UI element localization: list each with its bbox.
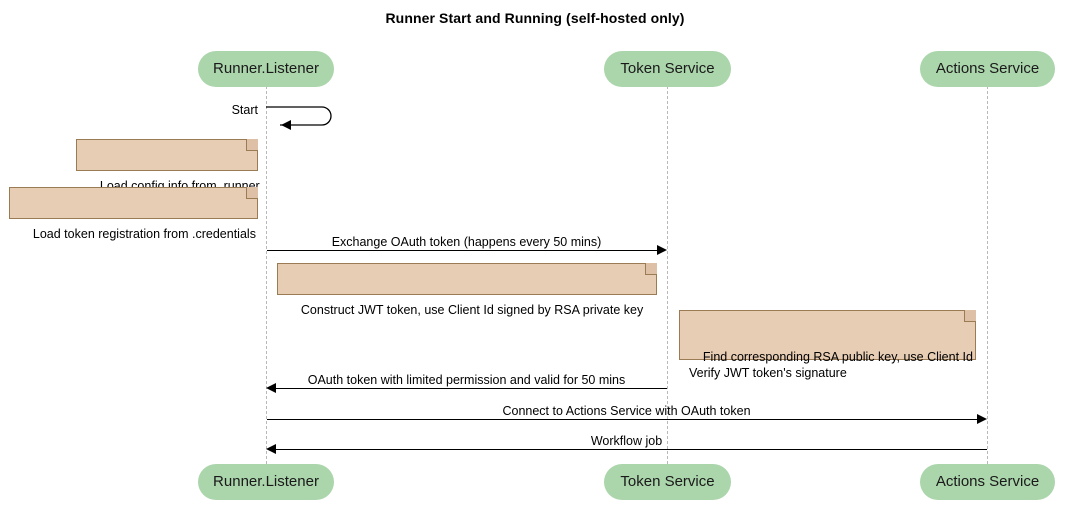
- participant-label: Actions Service: [935, 473, 1040, 490]
- participant-actions-bottom[interactable]: Actions Service: [920, 464, 1055, 500]
- message-label-workflow-job: Workflow job: [590, 434, 663, 448]
- lifeline-token: [667, 86, 668, 464]
- message-label-exchange-oauth-token: Exchange OAuth token (happens every 50 m…: [331, 235, 602, 249]
- participant-label: Runner.Listener: [213, 60, 319, 77]
- participant-runner-bottom[interactable]: Runner.Listener: [198, 464, 334, 500]
- note-fold-corner-icon: [246, 187, 258, 199]
- message-line-exchange-oauth-token: [267, 250, 657, 251]
- lifeline-runner: [266, 86, 267, 464]
- note-load-token-registration: Load token registration from .credential…: [9, 187, 258, 241]
- note-text: Find corresponding RSA public key, use C…: [689, 350, 973, 380]
- participant-label: Token Service: [620, 60, 715, 77]
- message-label-start: Start: [231, 103, 258, 117]
- message-line-oauth-token-limited: [276, 388, 667, 389]
- message-label-connect-actions-service: Connect to Actions Service with OAuth to…: [502, 404, 751, 418]
- participant-label: Runner.Listener: [213, 473, 319, 490]
- note-text: Load token registration from .credential…: [32, 227, 256, 241]
- lifeline-actions: [987, 86, 988, 464]
- participant-token-bottom[interactable]: Token Service: [604, 464, 731, 500]
- participant-runner-top[interactable]: Runner.Listener: [198, 51, 334, 87]
- note-construct-jwt-token: Construct JWT token, use Client Id signe…: [277, 263, 657, 317]
- note-load-config-info: Load config info from .runner: [76, 139, 260, 193]
- message-arrowhead-oauth-token-limited: [266, 383, 276, 393]
- participant-token-top[interactable]: Token Service: [604, 51, 731, 87]
- participant-label: Token Service: [620, 473, 715, 490]
- note-text: Construct JWT token, use Client Id signe…: [300, 303, 644, 317]
- message-arrowhead-exchange-oauth-token: [657, 245, 667, 255]
- page-title: Runner Start and Running (self-hosted on…: [385, 10, 685, 26]
- note-fold-corner-icon: [246, 139, 258, 151]
- message-arrowhead-workflow-job: [266, 444, 276, 454]
- participant-actions-top[interactable]: Actions Service: [920, 51, 1055, 87]
- message-line-workflow-job: [276, 449, 987, 450]
- message-line-connect-actions-service: [267, 419, 977, 420]
- note-find-rsa-public-key: Find corresponding RSA public key, use C…: [679, 310, 976, 380]
- message-arrowhead-connect-actions-service: [977, 414, 987, 424]
- participant-label: Actions Service: [935, 60, 1040, 77]
- note-fold-corner-icon: [964, 310, 976, 322]
- message-start-self-loop: [266, 100, 346, 134]
- message-label-oauth-token-limited: OAuth token with limited permission and …: [307, 373, 626, 387]
- note-fold-corner-icon: [645, 263, 657, 275]
